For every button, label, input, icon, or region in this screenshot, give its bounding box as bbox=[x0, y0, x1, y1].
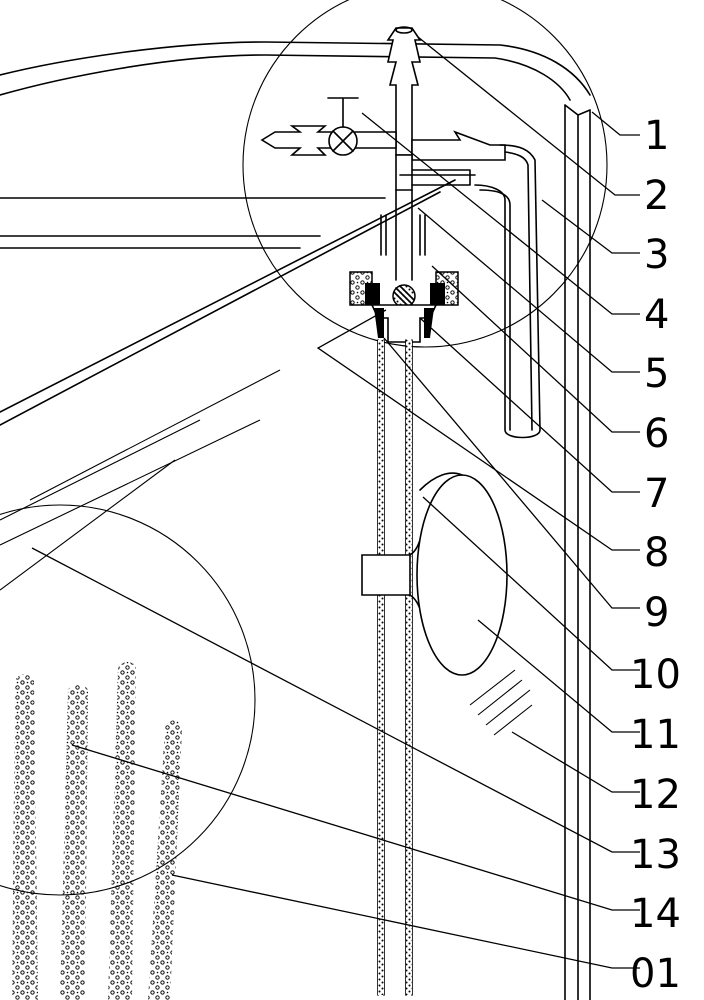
valve-assembly bbox=[260, 26, 541, 439]
callout-labels: 1 2 3 4 5 6 7 8 9 10 11 12 13 14 01 bbox=[630, 113, 681, 997]
callout-4: 4 bbox=[644, 292, 669, 338]
callout-14: 14 bbox=[630, 891, 681, 937]
callout-6: 6 bbox=[644, 411, 669, 457]
callout-12: 12 bbox=[630, 772, 681, 818]
callout-7: 7 bbox=[644, 471, 669, 517]
porous-strips bbox=[12, 662, 182, 1000]
long-tube bbox=[377, 339, 413, 996]
diagonal-lines bbox=[0, 179, 456, 591]
leader-lines bbox=[31, 36, 640, 969]
callout-3: 3 bbox=[644, 232, 669, 278]
callout-5: 5 bbox=[644, 351, 669, 397]
container-body bbox=[0, 41, 591, 1000]
callout-1: 1 bbox=[644, 113, 669, 159]
callout-9: 9 bbox=[644, 590, 669, 636]
callout-2: 2 bbox=[644, 173, 669, 219]
callout-01: 01 bbox=[630, 951, 681, 997]
callout-13: 13 bbox=[630, 832, 681, 878]
callout-8: 8 bbox=[644, 530, 669, 576]
hatch-marks bbox=[469, 669, 533, 736]
callout-11: 11 bbox=[630, 712, 681, 758]
callout-10: 10 bbox=[630, 652, 681, 698]
detail-circle-top bbox=[242, 0, 608, 348]
detail-circle-bottom bbox=[0, 504, 256, 896]
